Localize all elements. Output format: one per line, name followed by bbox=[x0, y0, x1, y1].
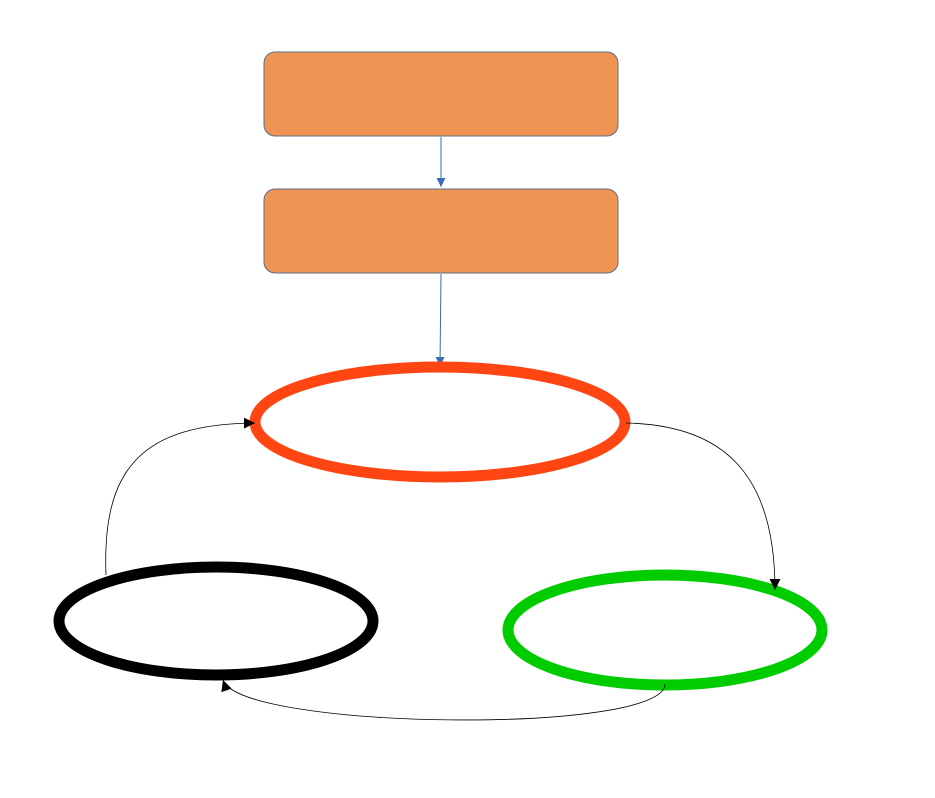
edge-ellipse-green-to-ellipse-black bbox=[221, 679, 666, 721]
ellipse-green-shape bbox=[502, 569, 828, 691]
box-top bbox=[263, 51, 619, 137]
ellipse-black bbox=[53, 561, 379, 681]
edge-box-middle-to-ellipse-orange bbox=[435, 273, 445, 367]
ellipse-orange-shape bbox=[249, 361, 631, 483]
ellipse-green bbox=[502, 569, 828, 691]
box-middle-shape bbox=[263, 188, 619, 274]
box-middle bbox=[263, 188, 619, 274]
box-top-shape bbox=[263, 51, 619, 137]
edge-ellipse-orange-to-ellipse-green bbox=[625, 422, 781, 591]
ellipse-black-shape bbox=[53, 561, 379, 681]
ellipse-orange bbox=[249, 361, 631, 483]
edge-ellipse-black-to-ellipse-orange bbox=[105, 417, 256, 576]
